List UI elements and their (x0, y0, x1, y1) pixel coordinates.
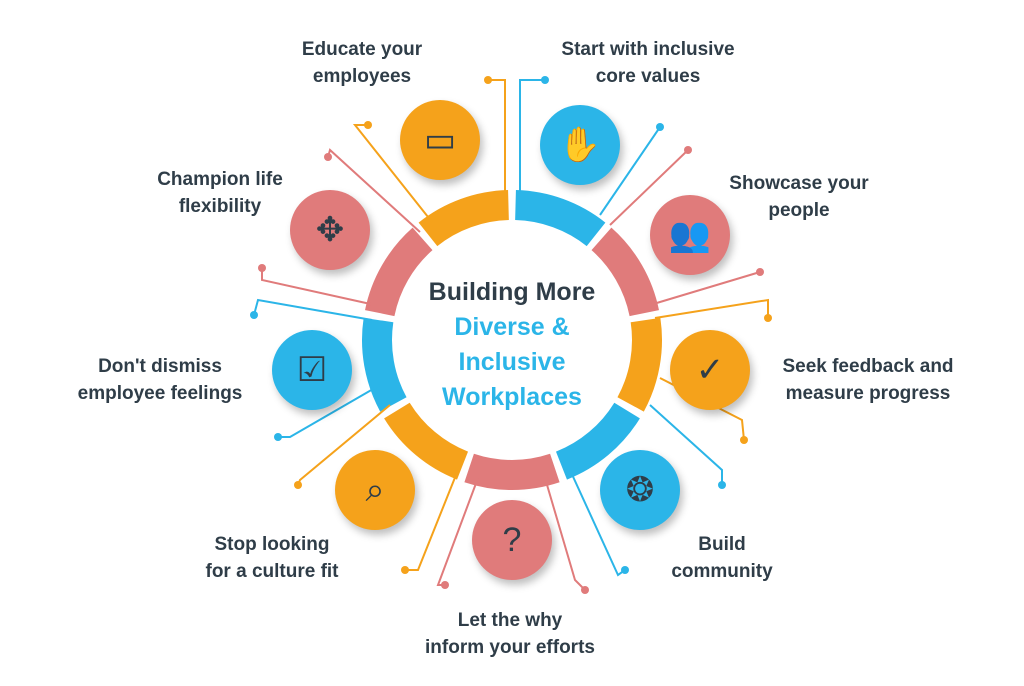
leader-line (599, 126, 661, 216)
leader-end-dot (441, 581, 449, 589)
title-line: Diverse & (454, 313, 570, 341)
leader-end-dot (294, 481, 302, 489)
joined-hands-icon: ✋ (540, 105, 620, 185)
question-chat-icon: ? (472, 500, 552, 580)
leader-line (649, 404, 723, 485)
leader-end-dot (684, 146, 692, 154)
leader-end-dot (401, 566, 409, 574)
title-line: Inclusive (458, 348, 566, 376)
leader-end-dot (621, 566, 629, 574)
presentation-board-icon: ▭ (400, 100, 480, 180)
leader-line (488, 79, 506, 200)
leader-end-dot (364, 121, 372, 129)
checkbox-icon: ☑ (272, 330, 352, 410)
ring-segment (365, 227, 433, 317)
ring-segment (464, 453, 560, 490)
leader-line (649, 271, 761, 306)
leader-end-dot (764, 314, 772, 322)
leader-line (352, 124, 433, 223)
leader-line (654, 298, 769, 319)
leader-end-dot (258, 264, 266, 272)
ring-segment (384, 402, 469, 480)
leader-end-dot (274, 433, 282, 441)
leader-end-dot (484, 76, 492, 84)
leader-end-dot (756, 268, 764, 276)
people-group-icon: 👥 (650, 195, 730, 275)
title-line: Building More (428, 278, 596, 306)
leader-end-dot (581, 586, 589, 594)
title-line: Workplaces (442, 383, 582, 411)
leader-end-dot (541, 76, 549, 84)
leader-line (261, 268, 376, 306)
leader-line (519, 79, 545, 200)
segmented-ring (362, 190, 662, 490)
leader-end-dot (324, 153, 332, 161)
ring-segment (617, 317, 662, 412)
ring-segment (515, 190, 606, 247)
ring-segment (418, 190, 509, 247)
leader-line (253, 298, 373, 321)
leader-end-dot (718, 481, 726, 489)
community-circle-icon: ❂ (600, 450, 680, 530)
direction-arrows-icon: ✥ (290, 190, 370, 270)
leader-end-dot (740, 436, 748, 444)
leader-lines (250, 76, 772, 594)
ring-segment (555, 402, 640, 480)
center-title: Building More Diverse & Inclusive Workpl… (429, 275, 596, 415)
leader-end-dot (656, 123, 664, 131)
check-badge-icon: ✓ (670, 330, 750, 410)
leader-line (609, 149, 689, 226)
leader-end-dot (250, 311, 258, 319)
leader-line (544, 477, 586, 591)
ring-segment (362, 317, 407, 412)
ring-segment (591, 227, 659, 317)
magnifier-x-icon: ⌕ (335, 450, 415, 530)
leader-line (405, 469, 459, 571)
